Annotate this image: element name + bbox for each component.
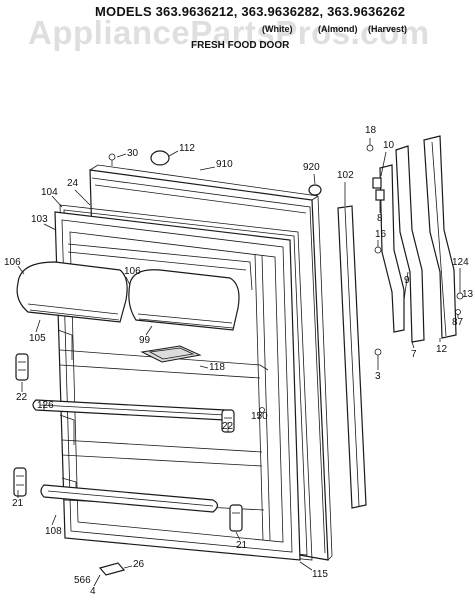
color-label-harvest: (Harvest) [368, 24, 408, 34]
callout-21-right: 21 [236, 540, 248, 551]
callout-21-left: 21 [12, 498, 24, 509]
callout-115: 115 [312, 569, 328, 580]
callout-108: 108 [45, 526, 62, 537]
callout-106-right: 106 [124, 266, 141, 277]
callout-103: 103 [31, 214, 48, 225]
handle-trim-12 [423, 135, 457, 339]
diagram-subtitle: FRESH FOOD DOOR [191, 40, 290, 51]
door-shelf-lower [40, 484, 219, 513]
shelf-bracket-left-lower [13, 467, 27, 497]
callout-7: 7 [411, 349, 417, 360]
callout-18: 18 [365, 125, 377, 136]
callout-118: 118 [209, 362, 225, 373]
shelf-bracket-left-upper [15, 353, 29, 381]
callout-24: 24 [67, 178, 79, 189]
callout-87: 87 [452, 317, 464, 328]
callout-9: 9 [404, 275, 410, 286]
callout-8: 8 [377, 213, 383, 224]
callout-26: 26 [133, 559, 145, 570]
callout-12: 12 [436, 344, 448, 355]
callout-22-left: 22 [16, 392, 28, 403]
callout-22-right: 22 [222, 421, 234, 432]
screw-30 [108, 153, 116, 166]
leader-lines [17, 138, 461, 587]
callout-30: 30 [127, 148, 139, 159]
plug-112 [150, 150, 170, 166]
hinge-bracket-9 [379, 164, 405, 333]
shelf-bracket-right-lower [229, 504, 243, 532]
callout-112: 112 [179, 143, 195, 154]
callout-910: 910 [216, 159, 233, 170]
callout-10: 10 [383, 140, 395, 151]
color-label-white: (White) [262, 24, 293, 34]
callout-3: 3 [375, 371, 381, 382]
callout-99: 99 [139, 335, 151, 346]
handle-7 [395, 145, 425, 343]
breaker-strip-102 [337, 205, 367, 509]
callout-105: 105 [29, 333, 46, 344]
cap-920 [308, 184, 322, 196]
callout-566: 566 [74, 575, 91, 586]
diagram-title: MODELS 363.9636212, 363.9636282, 363.963… [95, 4, 406, 19]
callout-150: 150 [251, 411, 268, 422]
callout-104: 104 [41, 187, 58, 198]
callout-102: 102 [337, 170, 354, 181]
callout-4: 4 [90, 586, 96, 597]
callout-124: 124 [452, 257, 469, 268]
color-label-almond: (Almond) [318, 24, 358, 34]
dairy-door-left [16, 261, 128, 323]
egg-tray [140, 345, 202, 363]
callout-106-left: 106 [4, 257, 21, 268]
dairy-door-right [128, 269, 240, 331]
watermark: AppliancePartsPros.com [28, 14, 430, 51]
door-stop-26 [98, 562, 126, 576]
callout-920: 920 [303, 162, 320, 173]
callout-16: 16 [375, 229, 387, 240]
callout-126: 126 [37, 400, 54, 411]
callout-13: 13 [462, 289, 474, 300]
